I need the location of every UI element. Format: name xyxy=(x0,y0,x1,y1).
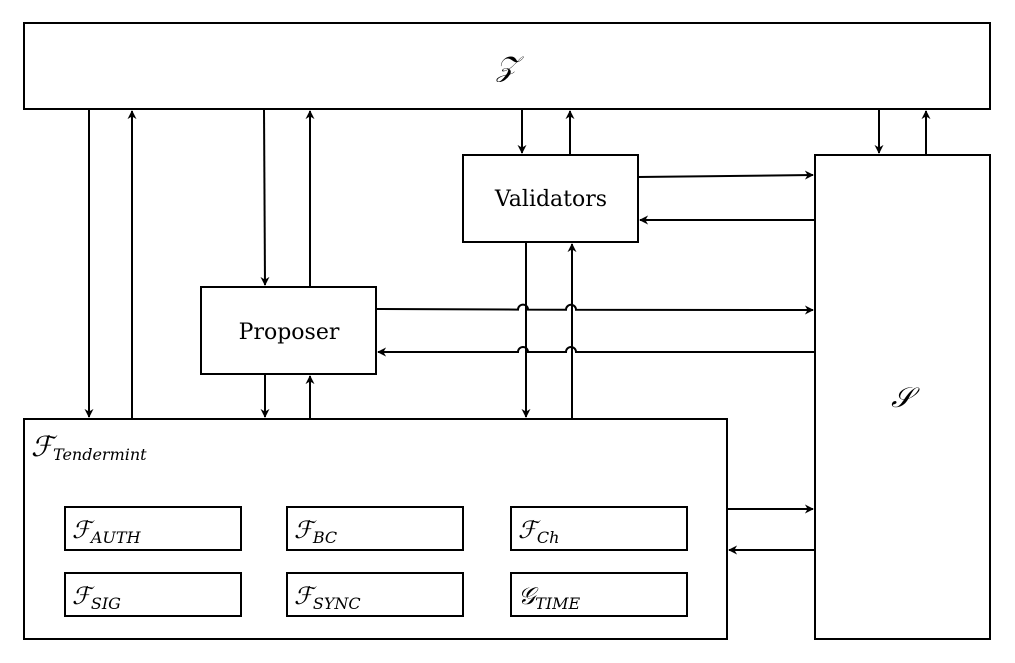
f-auth-box xyxy=(64,506,242,551)
simulator-box xyxy=(814,154,991,640)
g-time-box xyxy=(510,572,688,617)
environment-box xyxy=(23,22,991,110)
z-to-proposer-arrow xyxy=(260,108,270,286)
tendermint-label: ℱTendermint xyxy=(31,430,147,464)
f-auth-label: ℱAUTH xyxy=(72,516,142,547)
simulator-to-proposer-arrow xyxy=(377,346,815,357)
proposer-box xyxy=(200,286,377,375)
validators-box xyxy=(462,154,639,243)
f-sig-box xyxy=(64,572,242,617)
f-sync-label: ℱSYNC xyxy=(294,582,361,613)
f-ch-label: ℱCh xyxy=(518,516,559,547)
proposer-label: Proposer xyxy=(239,320,340,345)
f-sig-label: ℱSIG xyxy=(72,582,121,613)
validators-to-simulator-arrow xyxy=(637,170,814,180)
f-bc-box xyxy=(286,506,464,551)
f-bc-label: ℱBC xyxy=(294,516,337,547)
proposer-to-simulator-arrow xyxy=(375,303,814,315)
g-time-label: 𝒢TIME xyxy=(518,582,580,613)
f-ch-box xyxy=(510,506,688,551)
validators-label: Validators xyxy=(494,187,607,212)
f-sync-box xyxy=(286,572,464,617)
